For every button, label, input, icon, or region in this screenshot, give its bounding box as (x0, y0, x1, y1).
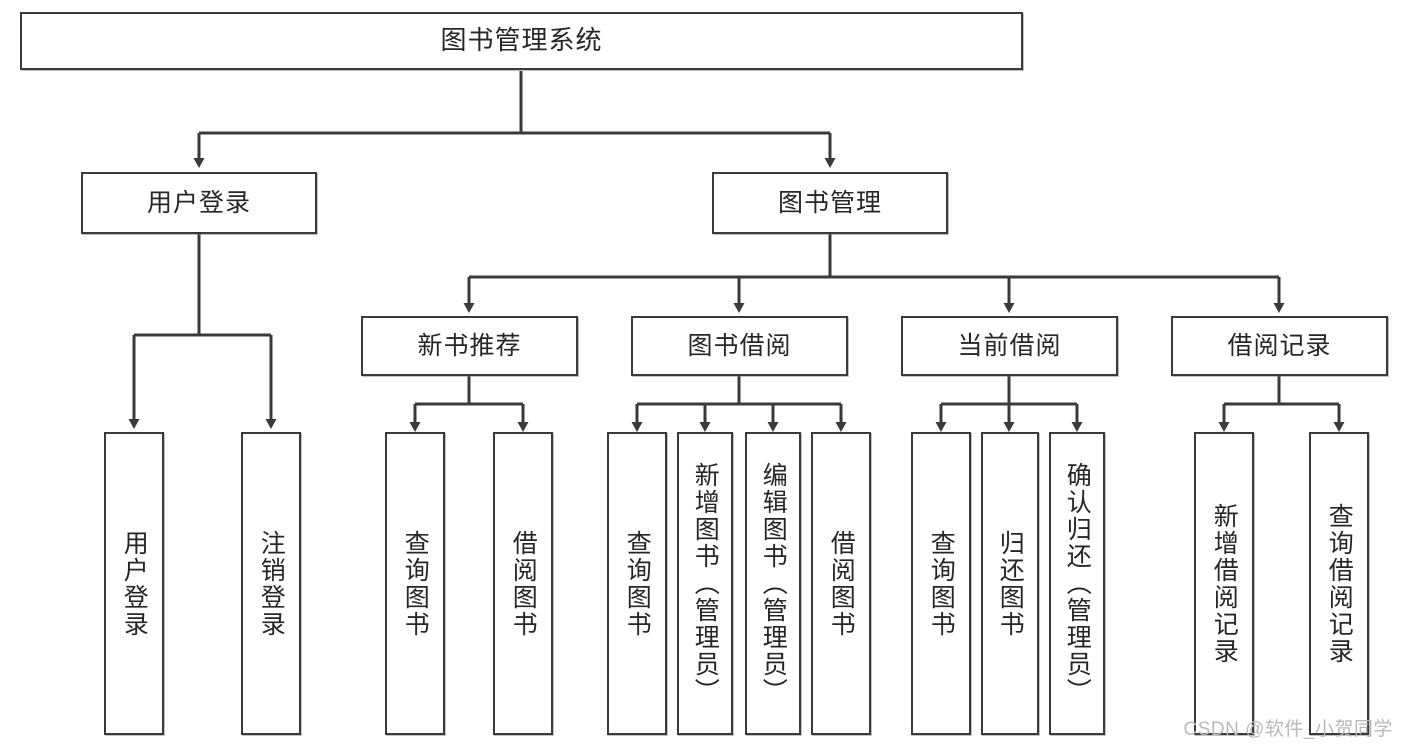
watermark: CSDN @软件_小贺同学 (1183, 719, 1393, 740)
node-label: 编辑图书（管理员） (759, 462, 788, 705)
node-label: 图书借阅 (687, 332, 792, 360)
node-label: 借阅图书 (509, 529, 538, 638)
node-book-borrow[interactable]: 图书借阅 (631, 316, 848, 376)
node-borrow-record[interactable]: 借阅记录 (1171, 316, 1388, 376)
node-label: 查询图书 (401, 529, 430, 638)
node-label: 查询图书 (927, 529, 956, 638)
node-leaf-add-book[interactable]: 新增图书（管理员） (677, 432, 733, 735)
node-label: 新增借阅记录 (1210, 502, 1239, 665)
node-leaf-user-login[interactable]: 用户登录 (104, 432, 164, 735)
node-label: 注销登录 (257, 529, 286, 638)
node-root-system[interactable]: 图书管理系统 (20, 12, 1023, 70)
node-label: 当前借阅 (957, 332, 1062, 360)
node-label: 确认归还（管理员） (1063, 462, 1092, 705)
node-label: 借阅记录 (1227, 332, 1332, 360)
node-leaf-borrow-book-2[interactable]: 借阅图书 (811, 432, 871, 735)
node-new-book-rec[interactable]: 新书推荐 (361, 316, 578, 376)
node-leaf-query-book-1[interactable]: 查询图书 (385, 432, 445, 735)
node-label: 查询图书 (623, 529, 652, 638)
node-user-login[interactable]: 用户登录 (81, 172, 317, 234)
node-label: 归还图书 (996, 529, 1025, 638)
node-leaf-return-book[interactable]: 归还图书 (981, 432, 1039, 735)
node-label: 新增图书（管理员） (691, 462, 720, 705)
node-leaf-confirm-return[interactable]: 确认归还（管理员） (1049, 432, 1105, 735)
node-book-manage[interactable]: 图书管理 (712, 172, 948, 234)
node-label: 查询借阅记录 (1325, 502, 1354, 665)
node-label: 图书管理 (777, 189, 882, 217)
node-leaf-add-record[interactable]: 新增借阅记录 (1194, 432, 1254, 735)
node-label: 图书管理系统 (440, 25, 603, 56)
node-label: 用户登录 (146, 189, 251, 217)
node-leaf-borrow-book-1[interactable]: 借阅图书 (493, 432, 553, 735)
node-leaf-user-logout[interactable]: 注销登录 (241, 432, 301, 735)
node-leaf-query-record[interactable]: 查询借阅记录 (1309, 432, 1369, 735)
node-label: 新书推荐 (417, 332, 522, 360)
node-leaf-query-book-3[interactable]: 查询图书 (911, 432, 971, 735)
node-leaf-query-book-2[interactable]: 查询图书 (607, 432, 667, 735)
node-label: 用户登录 (120, 529, 149, 638)
node-current-borrow[interactable]: 当前借阅 (901, 316, 1118, 376)
node-label: 借阅图书 (827, 529, 856, 638)
node-leaf-edit-book[interactable]: 编辑图书（管理员） (745, 432, 801, 735)
